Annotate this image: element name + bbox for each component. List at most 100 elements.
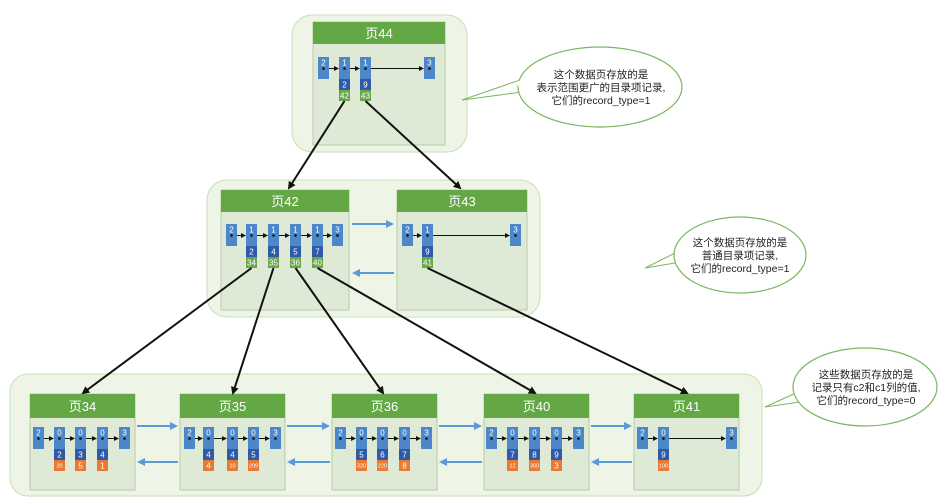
pointer-dot-icon	[274, 437, 277, 440]
arrow-to-page-42	[287, 100, 346, 190]
record-2: 2	[184, 427, 195, 449]
record-type-cell	[377, 427, 388, 438]
record-3: 3	[332, 224, 343, 246]
record-type-value: 0	[230, 429, 235, 438]
next-record-cell	[422, 235, 433, 246]
record-type-value: 2	[338, 429, 343, 438]
record-type-value: 0	[206, 429, 211, 438]
arrow-to-page-36	[294, 267, 385, 395]
record-type-cell	[422, 224, 433, 235]
record-type-cell	[551, 427, 562, 438]
key-value: 9	[661, 451, 666, 460]
key-value: 4	[271, 248, 276, 257]
pointer-dot-icon	[514, 234, 517, 237]
record-type-cell	[184, 427, 195, 438]
page-title: 页41	[673, 399, 700, 414]
record-2: 2	[637, 427, 648, 449]
record-type-value: 3	[273, 429, 278, 438]
value-cell	[399, 460, 410, 471]
pointer-dot-icon	[662, 437, 665, 440]
next-record-cell	[637, 438, 648, 449]
page-title: 页43	[448, 194, 475, 209]
next-record-cell	[726, 438, 737, 449]
key-value: 7	[510, 451, 515, 460]
key-cell	[97, 449, 108, 460]
key-value: 5	[251, 451, 256, 460]
page-header	[221, 190, 349, 212]
next-record-cell	[339, 68, 350, 79]
record-type-value: 2	[36, 429, 41, 438]
record-type-cell	[360, 57, 371, 68]
next-record-cell	[377, 438, 388, 449]
pointer-dot-icon	[533, 437, 536, 440]
next-record-cell	[551, 438, 562, 449]
record-type-value: 0	[554, 429, 559, 438]
page-ref-cell	[422, 257, 433, 268]
key-value: 3	[78, 451, 83, 460]
record-type-value: 1	[363, 59, 368, 68]
page-header	[313, 22, 445, 44]
key-cell	[54, 449, 65, 460]
pointer-dot-icon	[322, 67, 325, 70]
page-ref-cell	[246, 257, 257, 268]
record-type-cell	[203, 427, 214, 438]
record-type-cell	[658, 427, 669, 438]
note-line: 它们的record_type=1	[552, 94, 651, 107]
pointer-dot-icon	[58, 437, 61, 440]
record-type-value: 2	[640, 429, 645, 438]
pointer-dot-icon	[250, 234, 253, 237]
key-value: 2	[57, 451, 62, 460]
record-type-cell	[312, 224, 323, 235]
record-type-value: 1	[249, 226, 254, 235]
next-record-cell	[246, 235, 257, 246]
record-type-value: 0	[251, 429, 256, 438]
value-cell	[529, 460, 540, 471]
key-value: 4	[100, 451, 105, 460]
next-record-cell	[399, 438, 410, 449]
record-type-value: 3	[122, 429, 127, 438]
pointer-dot-icon	[364, 67, 367, 70]
record-type-value: 2	[405, 226, 410, 235]
next-record-cell	[227, 438, 238, 449]
value-cell	[203, 460, 214, 471]
next-record-cell	[424, 68, 435, 79]
record-type-cell	[75, 427, 86, 438]
value-value: 3	[554, 462, 559, 471]
record-0: 044	[203, 427, 214, 471]
next-record-cell	[97, 438, 108, 449]
page-ref-value: 40	[313, 259, 322, 268]
key-value: 5	[359, 451, 364, 460]
next-record-cell	[54, 438, 65, 449]
record-3: 3	[424, 57, 435, 79]
next-record-cell	[360, 68, 371, 79]
key-cell	[268, 246, 279, 257]
note-line: 它们的record_type=0	[817, 394, 916, 407]
value-value: 4	[206, 462, 211, 471]
record-type-value: 2	[187, 429, 192, 438]
page-ref-cell	[312, 257, 323, 268]
page-title: 页44	[365, 26, 392, 41]
page-title: 页36	[371, 399, 398, 414]
key-value: 7	[315, 248, 320, 257]
key-value: 6	[380, 451, 385, 460]
record-type-cell	[54, 427, 65, 438]
next-record-cell	[318, 68, 329, 79]
record-type-value: 1	[425, 226, 430, 235]
key-cell	[377, 449, 388, 460]
key-value: 9	[554, 451, 559, 460]
record-type-cell	[421, 427, 432, 438]
record-0: 078	[399, 427, 410, 471]
value-cell	[377, 460, 388, 471]
record-3: 3	[573, 427, 584, 449]
page-ref-cell	[339, 90, 350, 101]
value-cell	[248, 460, 259, 471]
